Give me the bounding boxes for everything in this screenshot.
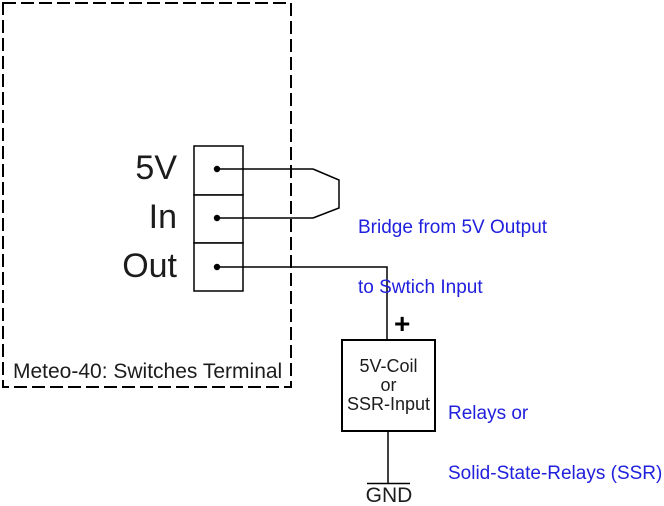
load-note: Relays or Solid-State-Relays (SSR) <box>448 364 662 506</box>
load-note-line1: Relays or <box>448 403 529 424</box>
wire-out-to-load <box>217 266 388 339</box>
device-title: Meteo-40: Switches Terminal <box>13 360 283 383</box>
bridge-note-line2: to Swtich Input <box>358 277 483 298</box>
load-box-label: 5V-Coil or SSR-Input <box>347 357 430 414</box>
bridge-wire <box>312 168 340 219</box>
ground-label: GND <box>365 484 413 506</box>
load-note-line2: Solid-State-Relays (SSR) <box>448 463 663 484</box>
load-label-line1: 5V-Coil <box>359 356 418 376</box>
pin-label-5v: 5V <box>135 149 177 187</box>
load-box: 5V-Coil or SSR-Input <box>341 339 436 432</box>
bridge-note-line1: Bridge from 5V Output <box>358 217 548 238</box>
load-label-line3: SSR-Input <box>346 394 431 414</box>
pin-label-in: In <box>148 198 177 236</box>
pin-label-out: Out <box>122 247 177 285</box>
plus-polarity-mark: + <box>394 308 411 339</box>
load-label-line2: or <box>380 375 397 395</box>
device-outline-dashed-box <box>2 2 292 388</box>
bridge-note: Bridge from 5V Output to Swtich Input <box>358 178 547 338</box>
